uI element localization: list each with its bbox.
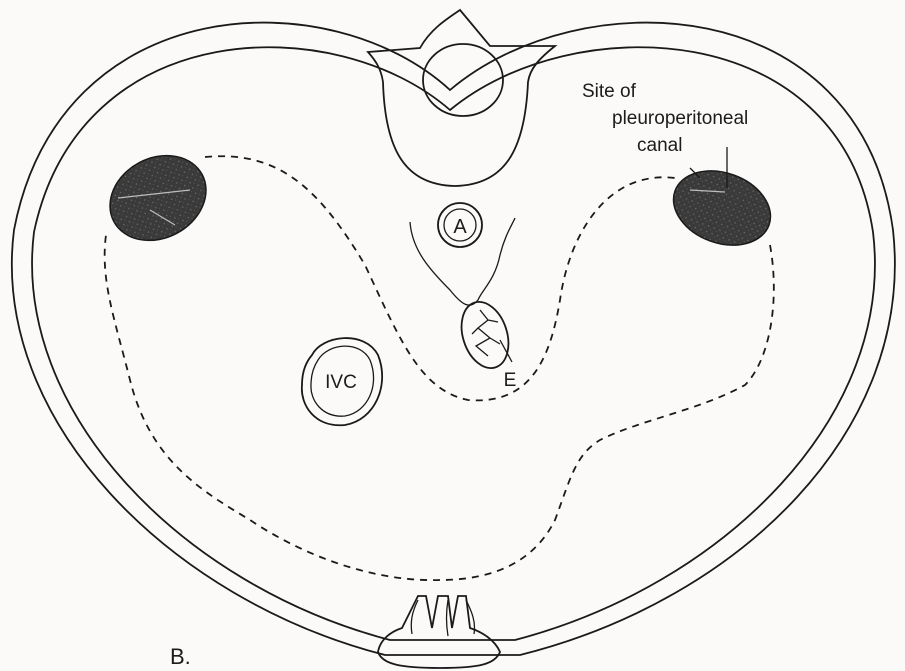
esophagus-label: E xyxy=(504,370,517,391)
vertebra xyxy=(368,10,555,186)
canal-label-line1: Site of xyxy=(582,81,637,102)
body-wall-outer xyxy=(12,23,895,655)
esophagus xyxy=(454,296,517,374)
canal-label-line3: canal xyxy=(637,135,682,156)
sternum xyxy=(378,596,500,668)
canal-label-line2: pleuroperitoneal xyxy=(612,108,748,129)
esophagus-lumen xyxy=(472,310,500,356)
aorta-label: A xyxy=(453,216,467,238)
body-wall-inner xyxy=(32,47,875,640)
ivc-label: IVC xyxy=(325,372,357,393)
right-canal-site xyxy=(663,158,781,258)
left-canal-site xyxy=(95,139,221,257)
sternum-detail xyxy=(411,600,474,636)
panel-label: B. xyxy=(170,644,191,669)
